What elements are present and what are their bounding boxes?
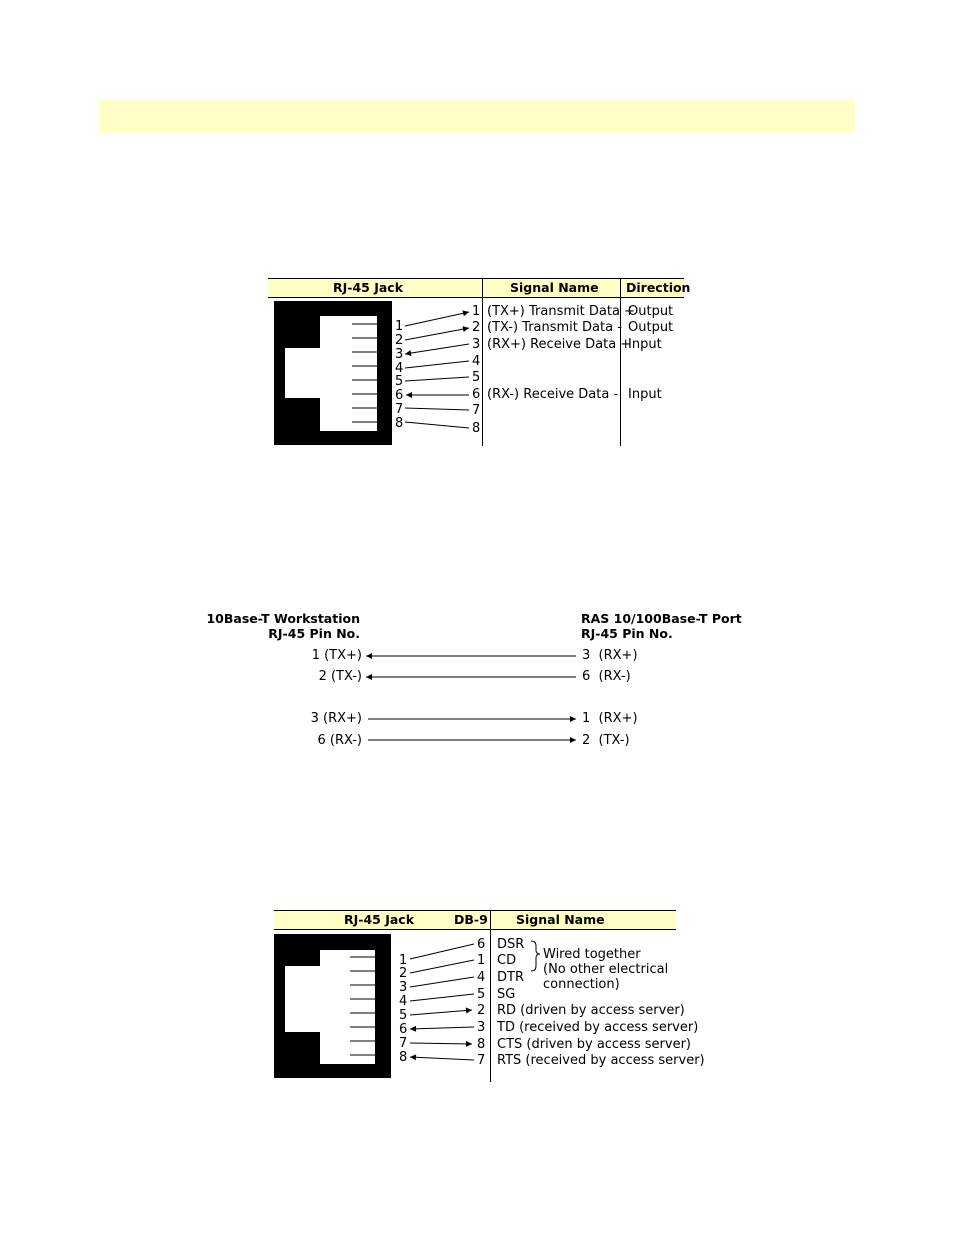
fig3-header-db9: DB-9	[454, 912, 488, 927]
fig1-jack-pin: 4	[395, 361, 404, 376]
brace-icon	[530, 940, 541, 972]
fig2-right-pin: 2 (TX-)	[582, 733, 630, 748]
fig1-jack-pin: 6	[395, 388, 404, 403]
fig3-jack-pin: 2	[399, 966, 408, 981]
fig2-right-pin: 3 (RX+)	[582, 648, 638, 663]
fig1-signal-name: (RX+) Receive Data +	[487, 337, 632, 352]
fig2-right-heading-2: RJ-45 Pin No.	[581, 626, 673, 641]
fig1-signal-pin: 1	[472, 304, 481, 319]
fig3-db9-pin: 3	[477, 1020, 486, 1035]
fig1-signal-pin: 2	[472, 320, 481, 335]
fig3-jack-pin: 3	[399, 980, 408, 995]
fig1-direction: Output	[628, 320, 674, 335]
fig3-signal-name: RTS (received by access server)	[497, 1053, 705, 1068]
fig3-signal-name: RD (driven by access server)	[497, 1003, 685, 1018]
fig3-db9-pin: 6	[477, 937, 486, 952]
fig2-left-heading-1: 10Base-T Workstation	[206, 611, 360, 626]
fig3-note-line: (No other electrical	[543, 962, 669, 977]
fig3-db9-pin: 4	[477, 970, 486, 985]
fig1-signal-pin: 6	[472, 387, 481, 402]
fig3-note-line: connection)	[543, 977, 620, 992]
fig3-jack-pin: 7	[399, 1036, 408, 1051]
fig3-db9-pin: 8	[477, 1037, 486, 1052]
fig1-jack-pin: 5	[395, 374, 404, 389]
fig2-left-pin: 2 (TX-)	[318, 669, 362, 684]
rj45-jack-icon	[274, 934, 391, 1078]
fig2-left-heading-2: RJ-45 Pin No.	[268, 626, 360, 641]
fig3-signal-name: DTR	[497, 970, 524, 985]
fig1-signal-name: (TX-) Transmit Data -	[487, 320, 622, 335]
fig3-jack-pin: 8	[399, 1050, 408, 1065]
fig1-header-signal: Signal Name	[510, 280, 599, 295]
fig1-direction: Input	[628, 337, 662, 352]
fig1-signal-pin: 3	[472, 337, 481, 352]
fig2-left-pin: 3 (RX+)	[310, 711, 362, 726]
fig2-left-pin: 1 (TX+)	[311, 648, 362, 663]
fig2-right-pin: 1 (RX+)	[582, 711, 638, 726]
fig1-jack-pin: 3	[395, 347, 404, 362]
fig1-divider-1	[482, 278, 483, 446]
fig2-right-heading-1: RAS 10/100Base-T Port	[581, 611, 742, 626]
fig2-right-pin: 6 (RX-)	[582, 669, 631, 684]
fig3-signal-name: DSR	[497, 937, 525, 952]
fig1-signal-pin: 4	[472, 354, 481, 369]
fig1-direction: Output	[628, 304, 674, 319]
fig1-header-direction: Direction	[626, 280, 691, 295]
fig1-signal-pin: 7	[472, 403, 481, 418]
fig3-jack-pin: 6	[399, 1022, 408, 1037]
fig1-jack-pin: 8	[395, 416, 404, 431]
fig1-signal-pin: 8	[472, 421, 481, 436]
fig1-signal-name: (TX+) Transmit Data +	[487, 304, 635, 319]
fig1-header-jack: RJ-45 Jack	[333, 280, 404, 295]
fig1-divider-2	[620, 278, 621, 446]
fig1-jack-pin: 2	[395, 333, 404, 348]
fig3-jack-pin: 5	[399, 1008, 408, 1023]
fig3-signal-name: CTS (driven by access server)	[497, 1037, 691, 1052]
fig3-db9-pin: 5	[477, 987, 486, 1002]
fig1-jack-pin: 1	[395, 319, 404, 334]
fig3-header-bar	[274, 910, 676, 930]
fig1-jack-pin: 7	[395, 402, 404, 417]
fig1-signal-pin: 5	[472, 370, 481, 385]
fig3-signal-name: SG	[497, 987, 516, 1002]
fig3-db9-pin: 2	[477, 1003, 486, 1018]
rj45-jack-icon	[274, 301, 392, 445]
fig1-signal-name: (RX-) Receive Data -	[487, 387, 619, 402]
fig3-signal-name: TD (received by access server)	[497, 1020, 699, 1035]
fig3-db9-pin: 7	[477, 1053, 486, 1068]
fig1-header-bar	[268, 278, 684, 298]
fig3-header-signal: Signal Name	[516, 912, 605, 927]
fig2-left-pin: 6 (RX-)	[317, 733, 362, 748]
fig1-direction: Input	[628, 387, 662, 402]
fig3-note-line: Wired together	[543, 947, 641, 962]
fig3-divider	[490, 910, 491, 1082]
section-header-banner	[99, 100, 855, 133]
fig3-jack-pin: 1	[399, 953, 408, 968]
fig3-db9-pin: 1	[477, 953, 486, 968]
fig3-header-jack: RJ-45 Jack	[344, 912, 415, 927]
fig3-jack-pin: 4	[399, 994, 408, 1009]
fig3-signal-name: CD	[497, 953, 517, 968]
